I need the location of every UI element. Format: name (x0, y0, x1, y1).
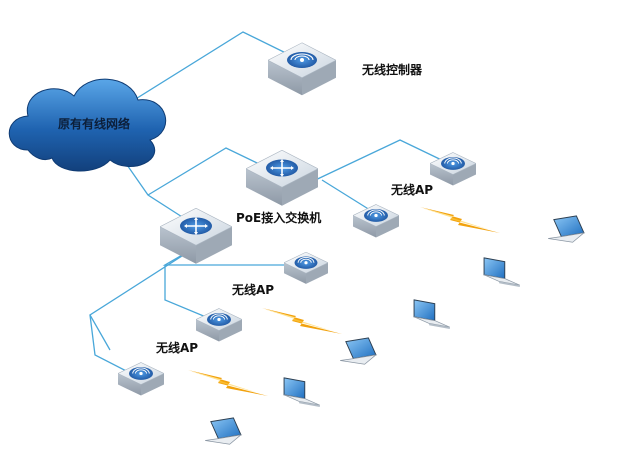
signal-bolt-middle (262, 308, 342, 334)
ap-middle-label: 无线AP (231, 282, 274, 297)
access-point-lower (118, 362, 164, 396)
ap-lower-label: 无线AP (155, 340, 198, 355)
cloud-label: 原有有线网络 (58, 116, 130, 131)
access-point-upper-left (353, 204, 399, 238)
ap-upper-label: 无线AP (390, 182, 433, 197)
controller-label: 无线控制器 (361, 62, 423, 77)
poe-switch-upper (246, 150, 318, 206)
access-point-middle-right (284, 252, 328, 284)
link-switch-to-ap-lower (89, 246, 197, 351)
network-switch-icon (160, 208, 232, 264)
wired-network-cloud: 原有有线网络 (8, 78, 167, 172)
link-switch-to-ap-mid-right (321, 179, 371, 211)
laptop-icon (413, 299, 451, 330)
wireless-controller: 无线控制器 (268, 42, 423, 96)
signal-bolt-lower (188, 370, 268, 396)
access-point-middle (196, 308, 242, 342)
link-cloud-to-controller (109, 31, 301, 116)
poe-switch-lower (160, 208, 232, 264)
cloud-icon (8, 78, 167, 172)
laptop-icon (339, 337, 377, 365)
laptop-icon (204, 417, 242, 445)
laptop-icon (283, 377, 321, 408)
wireless-controller-icon (268, 42, 336, 96)
network-links (89, 31, 453, 379)
poe-switch-label: PoE接入交换机 (236, 210, 321, 225)
network-switch-icon (246, 150, 318, 206)
laptop-icon (483, 257, 521, 288)
laptop-icon (547, 215, 585, 243)
signal-bolt-upper (420, 207, 500, 233)
link-ap-lower-drop (164, 265, 219, 323)
link-switch-to-ap-upper (289, 139, 453, 193)
